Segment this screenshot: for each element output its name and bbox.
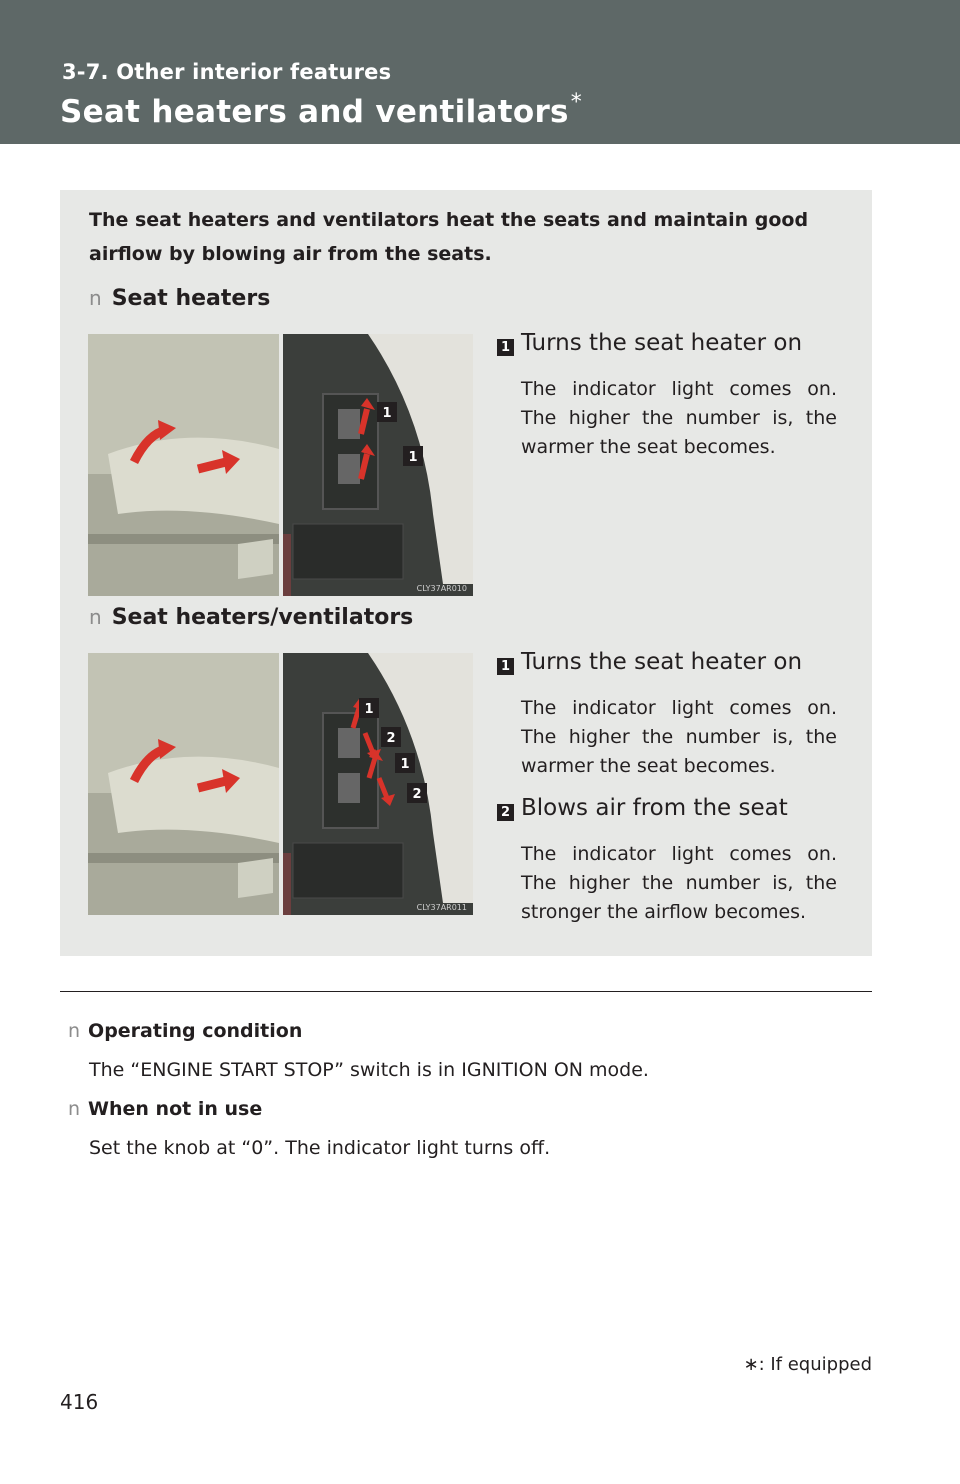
svg-text:1: 1 — [364, 702, 373, 717]
bullet-icon: n — [89, 286, 102, 310]
item-heading: Turns the seat heater on — [521, 649, 803, 675]
divider — [60, 991, 872, 992]
note-title: n Operating condition — [68, 1020, 302, 1042]
switch-panel-photo: 1 1 CLY37AR010 — [283, 334, 473, 596]
item-description: The indicator light comes on. The higher… — [521, 697, 837, 777]
armrest-illustration — [88, 334, 279, 596]
step-number-badge: 1 — [497, 658, 514, 675]
svg-text:1: 1 — [382, 406, 391, 421]
image-caption: CLY37AR010 — [416, 584, 467, 593]
item-heading: Blows air from the seat — [521, 795, 788, 821]
note-title-text: When not in use — [88, 1098, 263, 1120]
page-number: 416 — [60, 1390, 99, 1414]
note-text: Set the knob at “0”. The indicator light… — [89, 1137, 551, 1159]
footnote: ∗: If equipped — [743, 1354, 873, 1375]
image-caption: CLY37AR011 — [416, 903, 467, 912]
section-label: 3-7. Other interior features — [62, 60, 392, 84]
switch-panel-photo: 1 2 1 2 CLY37AR011 — [283, 653, 473, 915]
svg-text:2: 2 — [412, 787, 421, 802]
if-equipped-mark: * — [570, 90, 583, 115]
subhead-label: Seat heaters/ventilators — [111, 605, 414, 630]
armrest-photo — [88, 334, 279, 596]
svg-text:1: 1 — [400, 757, 409, 772]
step-number-badge: 2 — [497, 804, 514, 821]
note-title-text: Operating condition — [88, 1020, 303, 1042]
switch-panel-illustration: 1 1 — [283, 334, 473, 596]
bullet-icon: n — [89, 605, 102, 629]
svg-text:1: 1 — [408, 450, 417, 465]
subhead-seat-heaters: n Seat heaters — [89, 286, 270, 311]
note-title: n When not in use — [68, 1098, 262, 1120]
subhead-seat-heaters-ventilators: n Seat heaters/ventilators — [89, 605, 413, 630]
page-title-text: Seat heaters and ventilators — [60, 94, 569, 130]
intro-text: The seat heaters and ventilators heat th… — [89, 209, 809, 265]
armrest-photo — [88, 653, 279, 915]
switch-panel-illustration: 1 2 1 2 — [283, 653, 473, 915]
subhead-label: Seat heaters — [111, 286, 271, 311]
item-heading: Turns the seat heater on — [521, 330, 803, 356]
note-text: The “ENGINE START STOP” switch is in IGN… — [89, 1059, 649, 1081]
bullet-icon: n — [68, 1098, 81, 1120]
item-description: The indicator light comes on. The higher… — [521, 378, 837, 458]
item-description: The indicator light comes on. The higher… — [521, 843, 837, 923]
header-bar: 3-7. Other interior features Seat heater… — [0, 0, 960, 144]
armrest-illustration — [88, 653, 279, 915]
page-title: Seat heaters and ventilators* — [60, 90, 582, 130]
svg-text:2: 2 — [386, 731, 395, 746]
step-number-badge: 1 — [497, 339, 514, 356]
bullet-icon: n — [68, 1020, 81, 1042]
